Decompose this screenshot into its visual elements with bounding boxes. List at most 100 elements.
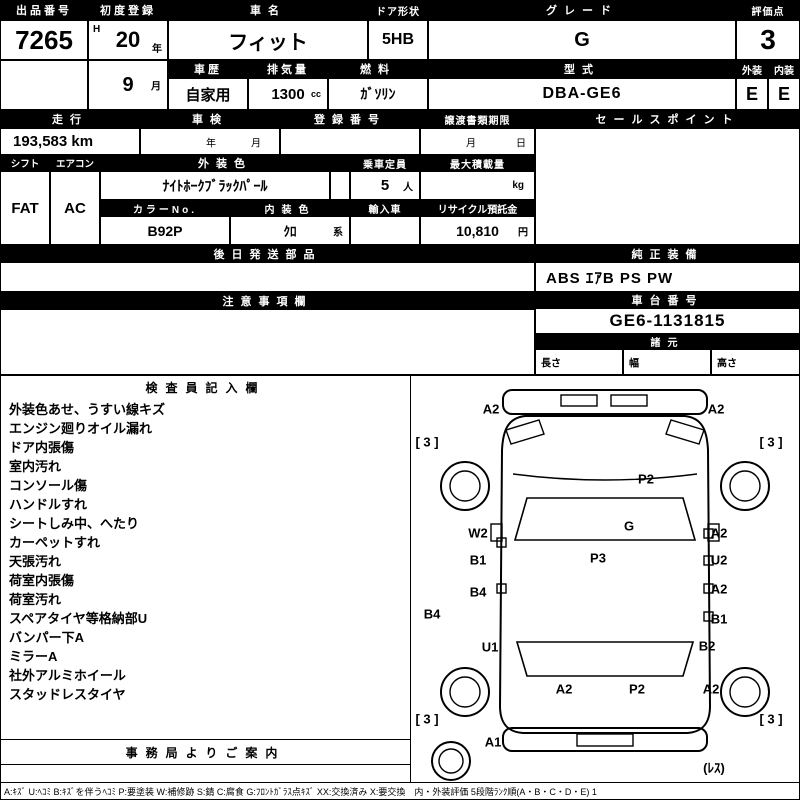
dimension-length-cell: 長さ: [535, 349, 623, 375]
damage-code: P2: [638, 471, 654, 487]
door-shape-value: 5HB: [368, 20, 428, 60]
inspector-comment: 荷室内張傷: [9, 573, 75, 588]
first-reg-year: 20: [115, 27, 141, 52]
damage-code: W2: [468, 525, 488, 541]
damage-code: P2: [629, 681, 645, 697]
damage-code: A2: [482, 401, 500, 417]
inspection-value-cell: 年 月: [140, 128, 280, 155]
inspection-month-placeholder: 月: [251, 138, 261, 149]
model-header: 型式: [428, 60, 736, 78]
first-registration-header: 初度登録: [88, 0, 168, 20]
damage-code: B4: [423, 606, 441, 622]
damage-code: A2: [702, 681, 720, 697]
sales-point-value: [535, 128, 800, 245]
max-load-unit: kg: [512, 180, 524, 191]
displacement-unit: cc: [310, 89, 321, 99]
capacity-unit: 人: [403, 182, 413, 193]
exterior-color-header: 外装色: [100, 155, 350, 171]
later-parts-value: [0, 262, 535, 292]
damage-code: (ﾚｽ): [703, 760, 725, 776]
first-reg-month-unit: 月: [151, 81, 161, 93]
inspector-comment: 天張汚れ: [9, 554, 62, 569]
inspector-comment: コンソール傷: [9, 478, 88, 493]
damage-code: U2: [710, 552, 728, 568]
history-header: 車歴: [168, 60, 248, 78]
inspector-title: 検査員記入欄: [145, 381, 266, 395]
width-label: 幅: [629, 358, 639, 370]
exterior-score-header: 外装: [736, 60, 768, 78]
damage-code: [ 3 ]: [759, 711, 783, 727]
damage-code: B1: [469, 552, 487, 568]
inspector-comment: 外装色あせ、うすい線キズ: [9, 402, 166, 417]
score-value: 3: [736, 20, 800, 60]
color-no-value: B92P: [100, 216, 230, 245]
era-prefix: H: [93, 24, 101, 35]
lot-empty-cell: [0, 60, 88, 110]
transfer-month-placeholder: 月: [466, 138, 476, 149]
capacity-cell: 5 人: [350, 171, 420, 200]
aircon-value: AC: [50, 171, 100, 245]
lot-number-header: 出品番号: [0, 0, 88, 20]
notes-value: [0, 309, 535, 375]
registration-number-header: 登録番号: [280, 110, 420, 128]
later-parts-header: 後日発送部品: [0, 245, 535, 262]
damage-code: [ 3 ]: [759, 434, 783, 450]
shift-header: シフト: [0, 155, 50, 171]
interior-score-header: 内装: [768, 60, 800, 78]
inspection-year-placeholder: 年: [206, 138, 216, 149]
fuel-value: ｶﾞｿﾘﾝ: [328, 78, 428, 110]
inspector-comment: ハンドルすれ: [9, 497, 88, 512]
capacity-value: 5: [380, 177, 390, 194]
fuel-header: 燃料: [328, 60, 428, 78]
inspector-comment: カーペットすれ: [9, 535, 101, 550]
interior-score-value: E: [768, 78, 800, 110]
damage-code: B2: [698, 638, 716, 654]
door-shape-header: ドア形状: [368, 0, 428, 20]
mileage-header: 走行: [0, 110, 140, 128]
equipment-value: ABS ｴｱB PS PW: [535, 262, 800, 292]
transfer-deadline-cell: 月 日: [420, 128, 535, 155]
score-header: 評価点: [736, 0, 800, 20]
first-reg-year-unit: 年: [152, 44, 162, 55]
transfer-day-placeholder: 日: [516, 138, 526, 149]
dimension-height-cell: 高さ: [711, 349, 800, 375]
chassis-number-value: GE6-1131815: [535, 308, 800, 334]
car-top-view-diagram: [431, 389, 770, 781]
inspector-comments: 外装色あせ、うすい線キズエンジン廻りオイル漏れドア内張傷室内汚れコンソール傷ハン…: [9, 400, 406, 704]
inspector-comment: ドア内張傷: [9, 440, 75, 455]
aircon-header: エアコン: [50, 155, 100, 171]
inspector-comment: 社外アルミホイール: [9, 668, 126, 683]
registration-number-value: [280, 128, 420, 155]
first-registration-month-cell: 9 月: [88, 60, 168, 110]
car-name-value: フィット: [168, 20, 368, 60]
color-no-header: カラーNo.: [100, 200, 230, 216]
inspector-comment: スペアタイヤ等格納部U: [9, 611, 148, 626]
dimensions-header: 諸元: [535, 334, 800, 349]
max-load-header: 最大積載量: [420, 155, 535, 171]
damage-code: A2: [710, 525, 728, 541]
dimension-width-cell: 幅: [623, 349, 711, 375]
mileage-value: 193,583 km: [0, 128, 140, 155]
interior-color-cell: ｸﾛ 系: [230, 216, 350, 245]
recycle-deposit-cell: 10,810 円: [420, 216, 535, 245]
car-name-header: 車名: [168, 0, 368, 20]
recycle-deposit-unit: 円: [518, 227, 528, 238]
inspector-comment: ミラーA: [9, 649, 58, 664]
chassis-number-header: 車台番号: [535, 292, 800, 308]
equipment-header: 純正装備: [535, 245, 800, 262]
grade-value: G: [428, 20, 736, 60]
inspector-box: 検査員記入欄 外装色あせ、うすい線キズエンジン廻りオイル漏れドア内張傷室内汚れコ…: [0, 375, 411, 783]
interior-color-value: ｸﾛ: [283, 224, 297, 239]
first-reg-month: 9: [122, 73, 134, 96]
recycle-deposit-header: リサイクル預託金: [420, 200, 535, 216]
first-registration-year-cell: H 20 年: [88, 20, 168, 60]
damage-code: A1: [484, 734, 502, 750]
exterior-score-value: E: [736, 78, 768, 110]
exterior-color-flag-cell: [330, 171, 350, 200]
import-car-value: [350, 216, 420, 245]
interior-color-suffix: 系: [333, 227, 343, 238]
sales-point-header: セールスポイント: [535, 110, 800, 128]
inspector-comment: スタッドレスタイヤ: [9, 687, 126, 702]
